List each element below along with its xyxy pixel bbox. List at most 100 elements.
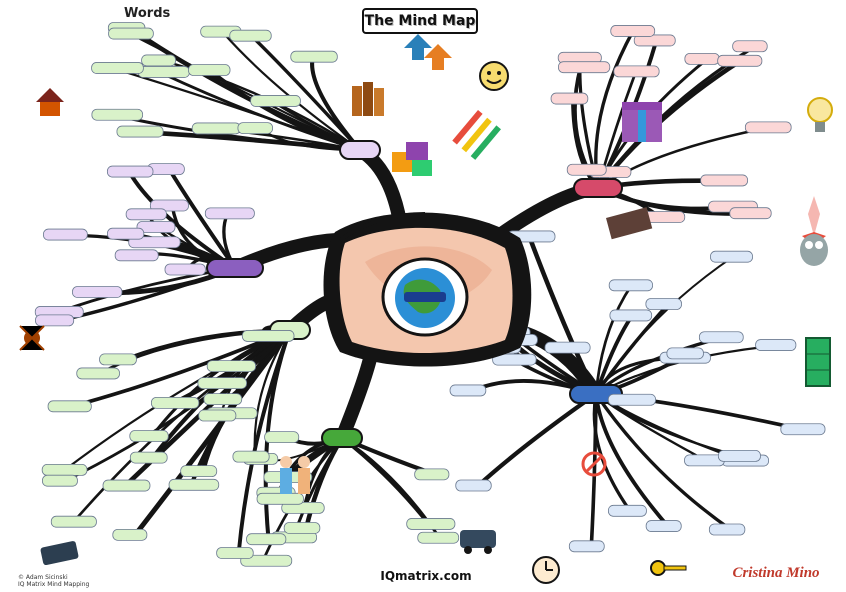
central-eye-hub <box>323 212 532 367</box>
sub-branch <box>236 328 292 556</box>
copyright-line: IQ Matrix Mind Mapping <box>18 581 90 588</box>
sub-branch <box>594 313 634 396</box>
main-branch <box>335 343 379 445</box>
branch-node <box>256 492 304 505</box>
branch-node <box>610 25 656 37</box>
branch-node <box>241 330 295 342</box>
corner-word-label: Words <box>124 6 171 21</box>
branch-node <box>684 52 720 65</box>
branch-node <box>99 353 137 366</box>
blocks-icon <box>392 142 432 176</box>
sub-branch <box>250 34 362 152</box>
branch-node <box>417 531 460 544</box>
branch-node <box>246 533 287 546</box>
sub-branch <box>594 392 671 529</box>
branch-node <box>41 464 88 476</box>
branch-node <box>708 523 746 536</box>
branch-node <box>607 393 656 406</box>
money-icon <box>805 337 831 387</box>
sub-branch <box>594 256 734 396</box>
books-icon <box>352 82 384 116</box>
branch-node <box>290 50 338 63</box>
sub-branch <box>127 170 238 271</box>
copyright-note: © Adam Sicinski IQ Matrix Mind Mapping <box>18 574 89 588</box>
hub-node <box>206 258 264 278</box>
branch-node <box>107 227 145 240</box>
branch-node <box>141 54 177 67</box>
branch-node <box>114 249 159 262</box>
mind-map-title: The Mind Map <box>362 8 478 34</box>
sub-branch <box>527 234 599 397</box>
branch-node <box>250 95 301 107</box>
branch-node <box>717 449 761 462</box>
branch-node <box>455 479 492 492</box>
branch-node <box>732 40 768 53</box>
artist-logo: Cristina Mino <box>732 565 820 581</box>
branch-node <box>729 207 772 220</box>
branch-node <box>76 367 120 380</box>
branch-node <box>544 341 591 354</box>
pencils-icon <box>452 110 501 160</box>
face-icon <box>479 61 509 91</box>
branch-node <box>449 384 487 397</box>
key-icon <box>650 560 687 576</box>
branch-node <box>206 360 257 372</box>
branch-node <box>633 34 676 47</box>
copyright-line: © Adam Sicinski <box>18 574 68 581</box>
branch-nodes <box>34 22 826 567</box>
light-bulb-icon <box>807 97 833 132</box>
branch-node <box>136 221 176 233</box>
sub-branch <box>475 391 599 489</box>
branch-node <box>607 504 647 517</box>
branch-node <box>558 61 611 74</box>
branch-node <box>710 250 753 263</box>
branch-node <box>137 66 190 78</box>
branch-node <box>72 286 123 298</box>
phone-icon <box>40 541 79 566</box>
branch-node <box>645 520 682 532</box>
branch-node <box>191 122 241 135</box>
branch-node <box>406 518 456 530</box>
branch-node <box>283 522 321 534</box>
branch-node <box>414 468 450 481</box>
branch-node <box>216 547 254 559</box>
branch-node <box>112 528 148 541</box>
branch-node <box>106 165 154 178</box>
sub-branch <box>594 392 733 532</box>
branch-node <box>102 479 151 492</box>
branch-node <box>755 339 797 351</box>
footer-url[interactable]: IQmatrix.com <box>380 569 472 583</box>
branch-node <box>666 347 704 360</box>
branch-node <box>698 331 744 344</box>
branch-node <box>164 263 206 276</box>
branch-node <box>129 451 168 464</box>
branch-node <box>237 122 273 135</box>
sub-branch <box>221 31 362 152</box>
branch-node <box>609 309 653 322</box>
house-icon <box>36 88 64 116</box>
branch-node <box>645 298 682 310</box>
no-sign-icon <box>581 451 607 477</box>
branch-node <box>613 65 660 78</box>
branch-node <box>47 400 92 413</box>
branch-node <box>566 163 607 176</box>
branch-node <box>188 64 231 76</box>
hub-node <box>321 428 363 448</box>
branch-node <box>150 396 200 409</box>
hub-node <box>339 140 381 160</box>
sub-branch <box>68 328 292 409</box>
sub-branch <box>594 284 633 396</box>
branch-node <box>232 450 270 463</box>
branch-node <box>203 393 243 406</box>
branch-node <box>700 174 749 187</box>
branch-node <box>168 478 220 491</box>
sub-branch <box>592 392 633 513</box>
branch-node <box>125 208 167 221</box>
hub-node <box>573 178 623 198</box>
branch-node <box>198 409 237 422</box>
branch-node <box>91 62 144 74</box>
branch-node <box>108 27 154 40</box>
branch-node <box>717 54 763 67</box>
people-icon <box>280 456 310 494</box>
